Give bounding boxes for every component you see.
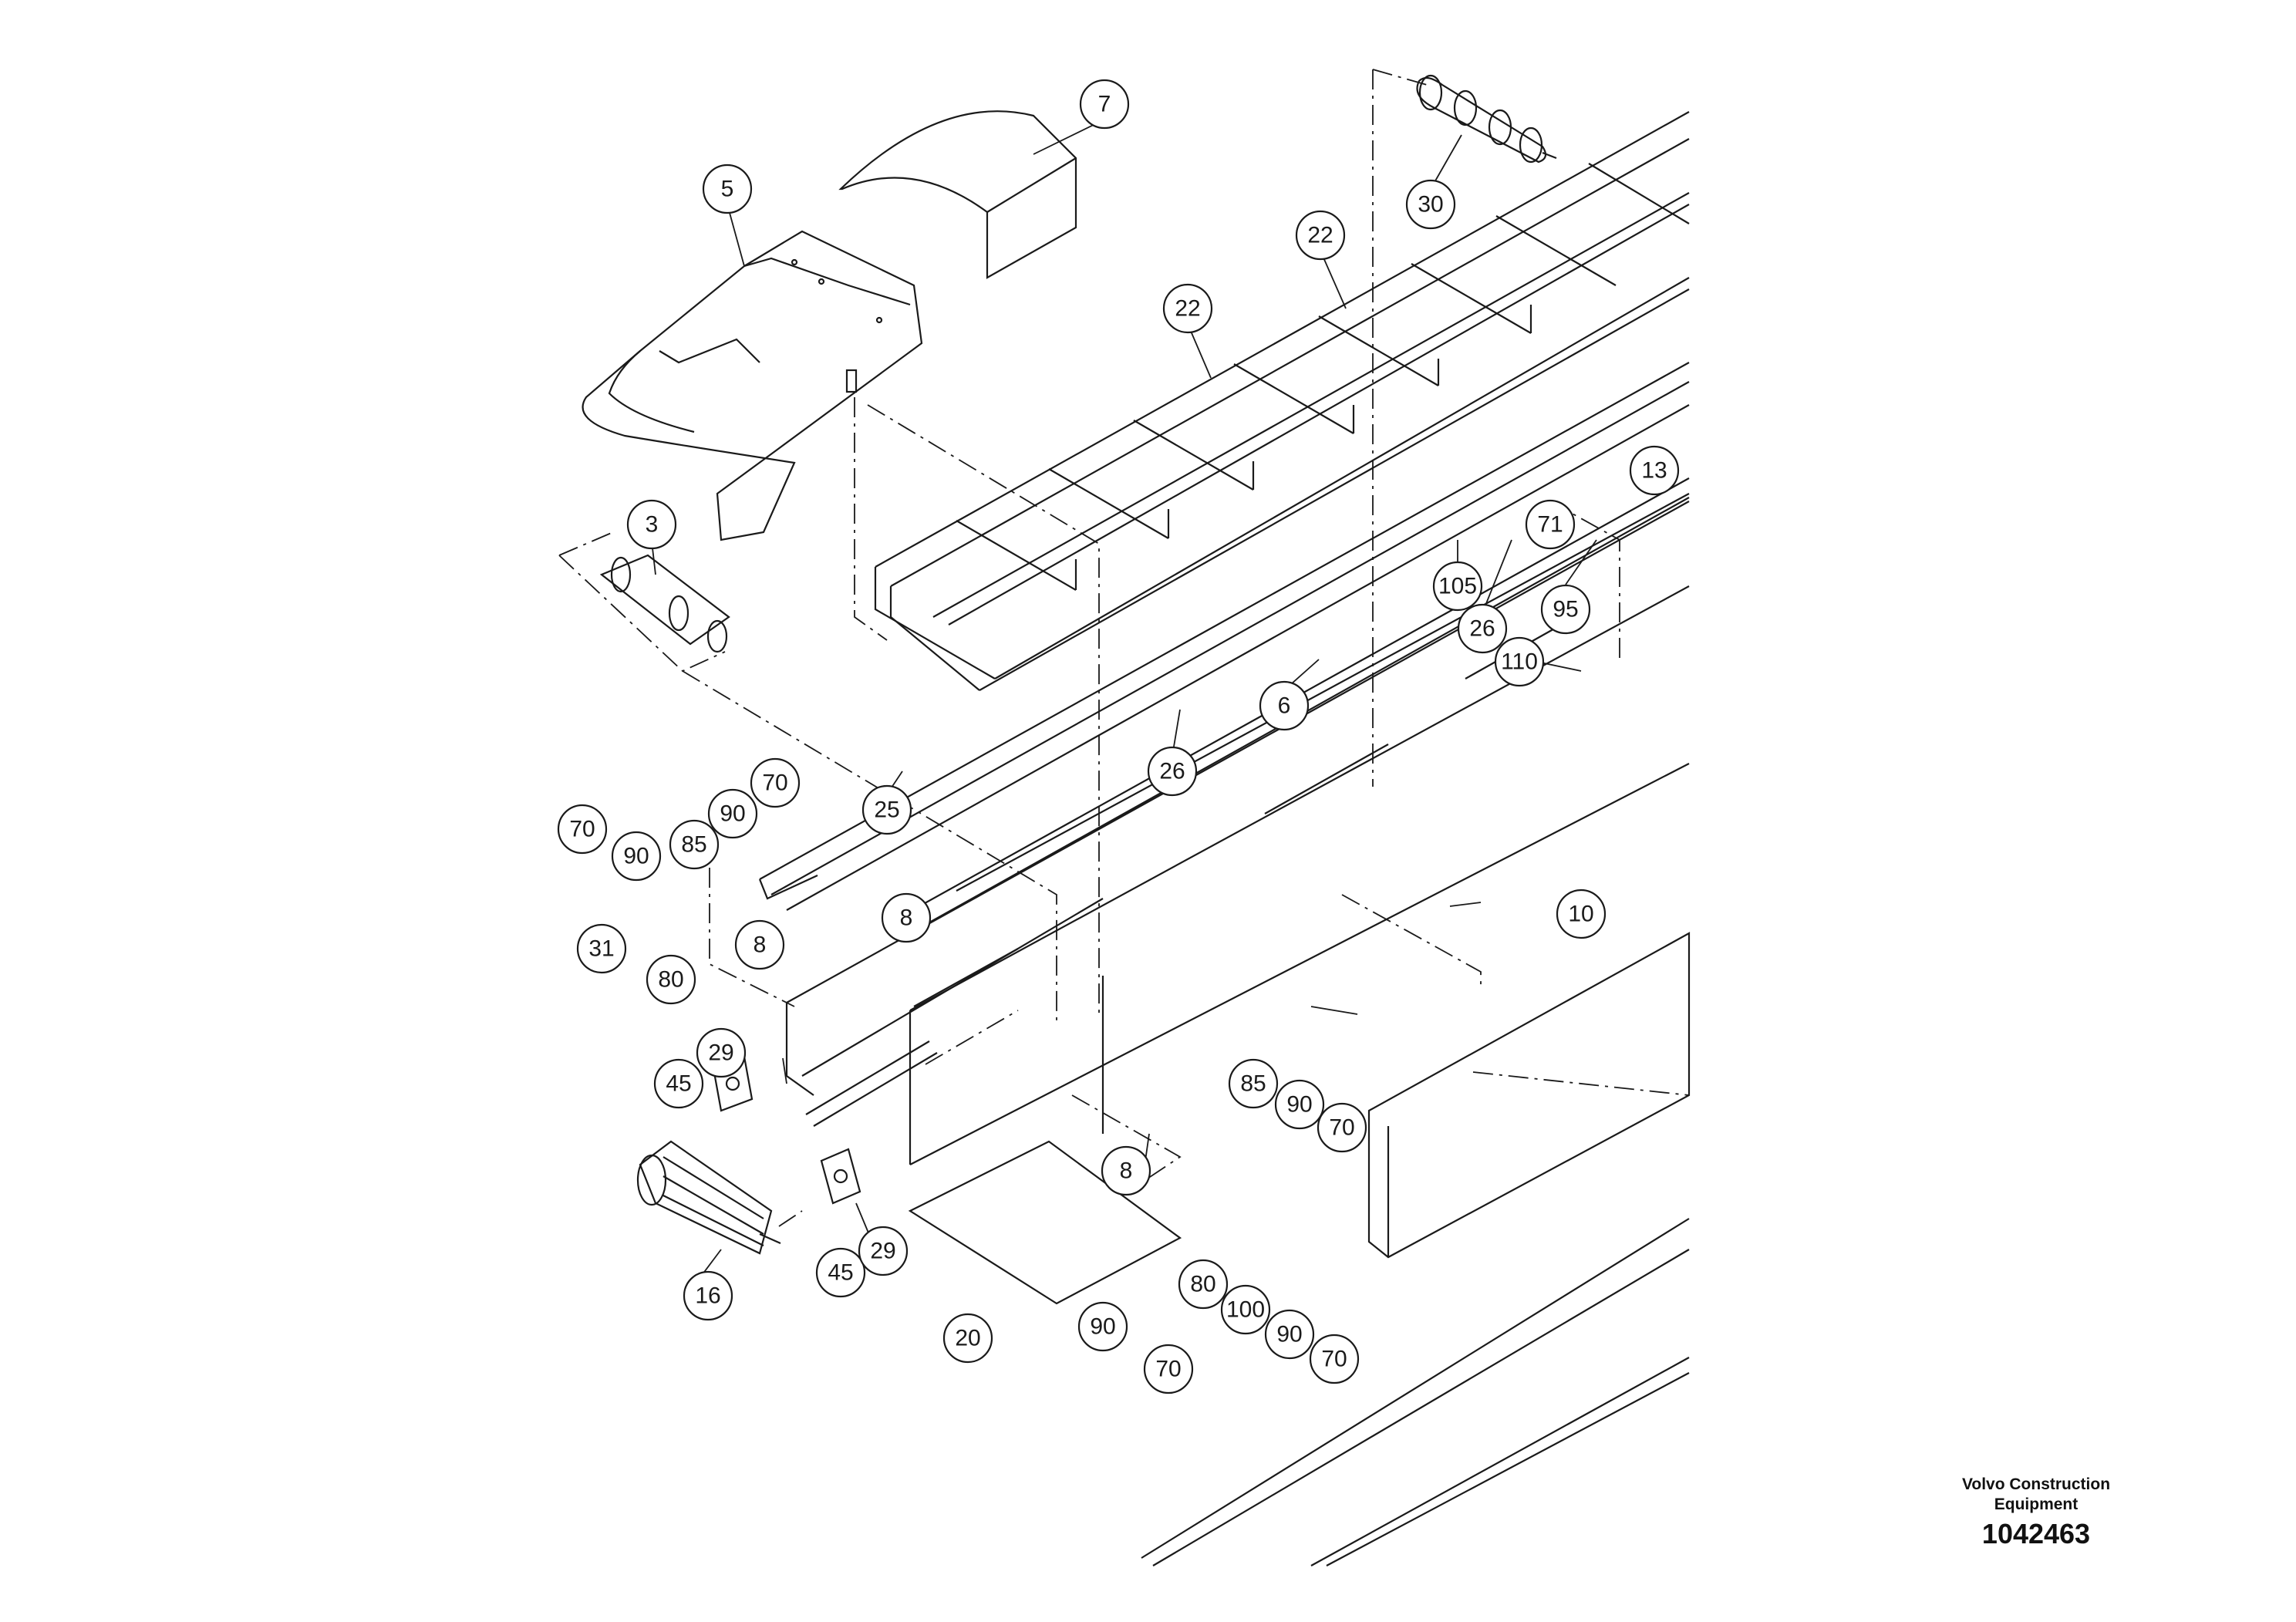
callout-110: 110 — [1494, 636, 1545, 687]
callout-label: 105 — [1438, 574, 1477, 599]
callout-90-c: 90 — [1274, 1079, 1325, 1130]
callout-label: 16 — [695, 1283, 720, 1309]
callout-label: 20 — [955, 1326, 980, 1351]
bearing-block-parts — [712, 1055, 861, 1205]
callout-label: 80 — [1190, 1272, 1215, 1297]
callout-label: 31 — [588, 936, 614, 962]
callout-5: 5 — [702, 164, 753, 214]
brand-label: Volvo Construction Equipment — [1936, 1475, 2136, 1515]
callout-70-d: 70 — [1143, 1344, 1194, 1394]
callout-8-c: 8 — [1101, 1145, 1151, 1196]
callout-22-a: 22 — [1295, 210, 1346, 261]
conveyor-cage-part — [874, 111, 1690, 691]
callout-8-b: 8 — [881, 892, 932, 943]
callout-29-a: 29 — [696, 1027, 747, 1078]
callout-45-b: 45 — [815, 1247, 866, 1298]
main-frame-part — [785, 501, 1691, 1566]
callout-label: 90 — [1276, 1322, 1302, 1347]
callout-25: 25 — [861, 784, 912, 835]
side-rails-part — [758, 362, 1690, 934]
drawing-number: 1042463 — [1981, 1518, 2091, 1549]
callout-label: 110 — [1501, 649, 1538, 675]
callout-label: 29 — [708, 1040, 733, 1066]
callout-label: 95 — [1553, 597, 1578, 622]
callout-label: 70 — [762, 771, 787, 796]
callout-26-a: 26 — [1457, 603, 1508, 654]
brand-line-2: Equipment — [1994, 1496, 2079, 1513]
discharge-hood-part — [582, 230, 923, 541]
callout-29-b: 29 — [858, 1226, 909, 1276]
callout-100: 100 — [1220, 1284, 1271, 1335]
callout-85-b: 85 — [1228, 1058, 1279, 1109]
callout-22-b: 22 — [1162, 283, 1213, 334]
callout-71: 71 — [1525, 499, 1576, 550]
callout-label: 8 — [900, 905, 913, 931]
callout-label: 13 — [1641, 458, 1667, 484]
callout-label: 25 — [874, 798, 899, 823]
callout-label: 90 — [623, 844, 649, 869]
roller-shaft-part — [1416, 74, 1557, 164]
callout-70-e: 70 — [1309, 1334, 1360, 1384]
callout-label: 5 — [721, 177, 734, 202]
callout-13: 13 — [1629, 445, 1680, 496]
callout-70-c: 70 — [1317, 1102, 1367, 1153]
callout-31: 31 — [576, 923, 627, 974]
callout-label: 70 — [1155, 1357, 1181, 1382]
callout-label: 26 — [1159, 759, 1185, 784]
callout-label: 45 — [828, 1260, 853, 1286]
callout-105: 105 — [1432, 561, 1483, 612]
callout-label: 3 — [646, 512, 659, 538]
idler-roller-part — [599, 554, 730, 653]
callout-label: 85 — [681, 832, 706, 858]
callout-label: 26 — [1469, 616, 1495, 642]
callout-label: 100 — [1226, 1297, 1265, 1323]
callout-label: 70 — [1321, 1347, 1347, 1372]
callout-45-a: 45 — [653, 1058, 704, 1109]
callout-70-b: 70 — [557, 804, 608, 855]
drum-roller-part — [636, 1140, 781, 1255]
callout-label: 71 — [1537, 512, 1563, 538]
callout-26-b: 26 — [1147, 746, 1198, 797]
callout-30: 30 — [1405, 179, 1456, 230]
callout-label: 22 — [1307, 223, 1333, 248]
callout-label: 10 — [1568, 902, 1593, 927]
callout-label: 22 — [1175, 296, 1200, 322]
cover-plate-part — [838, 110, 1077, 279]
callout-label: 8 — [1120, 1158, 1133, 1184]
callout-20: 20 — [942, 1313, 993, 1364]
callout-label: 90 — [1090, 1314, 1115, 1340]
brand-line-1: Volvo Construction — [1961, 1475, 2111, 1493]
callout-label: 80 — [658, 967, 683, 993]
callout-90-a: 90 — [707, 788, 758, 839]
callout-95: 95 — [1540, 584, 1591, 635]
callout-label: 6 — [1278, 693, 1291, 719]
callout-label: 90 — [1286, 1092, 1312, 1118]
callout-label: 30 — [1418, 192, 1443, 218]
callout-label: 90 — [720, 801, 745, 827]
callout-70-a: 70 — [750, 757, 801, 808]
callout-85-a: 85 — [669, 819, 720, 870]
callout-80-b: 80 — [1178, 1259, 1229, 1310]
callout-90-d: 90 — [1264, 1309, 1315, 1360]
callout-90-e: 90 — [1077, 1301, 1128, 1352]
callout-7: 7 — [1079, 79, 1130, 130]
callout-16: 16 — [683, 1270, 733, 1321]
callout-label: 70 — [1329, 1115, 1354, 1141]
callout-90-b: 90 — [611, 831, 662, 882]
callout-8-a: 8 — [734, 919, 785, 970]
callout-label: 85 — [1240, 1071, 1266, 1097]
callout-label: 70 — [569, 817, 595, 842]
callout-label: 45 — [666, 1071, 691, 1097]
callout-80-a: 80 — [646, 954, 696, 1005]
callout-label: 8 — [754, 932, 767, 958]
callout-10: 10 — [1556, 889, 1607, 939]
callout-label: 7 — [1098, 92, 1111, 117]
callout-label: 29 — [870, 1239, 895, 1264]
callout-6: 6 — [1259, 680, 1310, 731]
callout-3: 3 — [626, 499, 677, 550]
